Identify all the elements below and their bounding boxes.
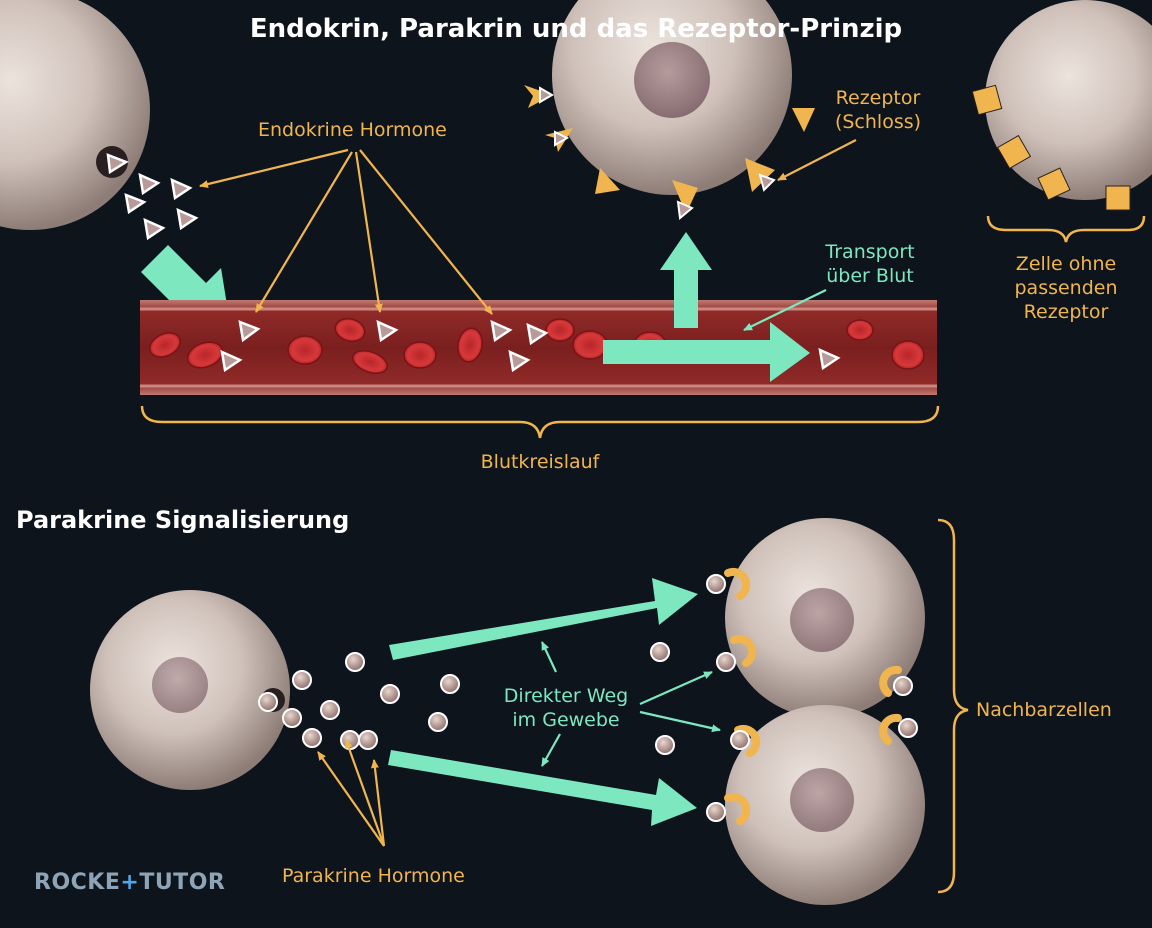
receptor-cup-icon xyxy=(706,567,918,825)
label-receptor-line1: Rezeptor xyxy=(835,87,921,109)
label-transport-line1: Transport xyxy=(825,241,915,263)
brand-logo-part1: ROCKE xyxy=(34,870,121,895)
paracrine-arrow-upper xyxy=(389,578,698,660)
label-receptor-line2: (Schloss) xyxy=(834,111,922,133)
label-transport-line2: über Blut xyxy=(826,265,914,287)
label-direct-path-line2: im Gewebe xyxy=(512,709,620,731)
label-receptor: Rezeptor (Schloss) xyxy=(822,86,934,134)
label-paracrine-hormones: Parakrine Hormone xyxy=(282,865,465,887)
label-no-receptor-line1: Zelle ohne xyxy=(1015,253,1117,275)
transport-pointer xyxy=(743,289,827,331)
hormone-triangle-icon xyxy=(106,153,199,241)
brand-logo-plus: + xyxy=(120,870,140,895)
brace-neighbor-cells xyxy=(937,518,969,894)
page-title: Endokrin, Parakrin und das Rezeptor-Prin… xyxy=(249,14,903,44)
secreting-cell-paracrine xyxy=(90,590,290,790)
brand-logo-part2: TUTOR xyxy=(139,870,226,895)
brace-blood-circulation xyxy=(140,405,940,439)
blood-vessel xyxy=(140,300,937,395)
endocrine-hormone-arrows xyxy=(199,139,857,315)
label-endocrine-hormones: Endokrine Hormone xyxy=(258,119,447,141)
target-cell-with-receptors xyxy=(552,0,792,195)
brand-logo: ROCKE+TUTOR xyxy=(34,870,225,895)
neighbor-cell-lower xyxy=(725,705,925,905)
neighbor-cell-upper xyxy=(725,518,925,718)
direct-path-pointers xyxy=(541,641,721,767)
brace-no-receptor xyxy=(986,215,1146,243)
label-direct-path-line1: Direkter Weg xyxy=(503,685,629,707)
uptake-arrow xyxy=(660,232,712,328)
red-blood-cells xyxy=(149,317,925,374)
label-transport: Transport über Blut xyxy=(808,240,932,288)
paracrine-hormone-arrows xyxy=(317,739,386,847)
paracrine-arrow-lower xyxy=(388,750,697,826)
receptor-square-icon xyxy=(971,84,1131,211)
label-blood-circulation: Blutkreislauf xyxy=(480,451,600,473)
label-neighbor-cells: Nachbarzellen xyxy=(976,699,1112,721)
label-no-receptor: Zelle ohne passenden Rezeptor xyxy=(996,252,1136,324)
section-title-paracrine: Parakrine Signalisierung xyxy=(16,506,350,534)
label-no-receptor-line2: passenden xyxy=(1014,277,1118,299)
label-no-receptor-line3: Rezeptor xyxy=(1023,301,1109,323)
hormone-triangle-icon xyxy=(220,319,841,373)
label-direct-path: Direkter Weg im Gewebe xyxy=(486,684,646,732)
transport-arrow xyxy=(603,322,810,382)
hormone-triangle-icon xyxy=(539,86,776,220)
